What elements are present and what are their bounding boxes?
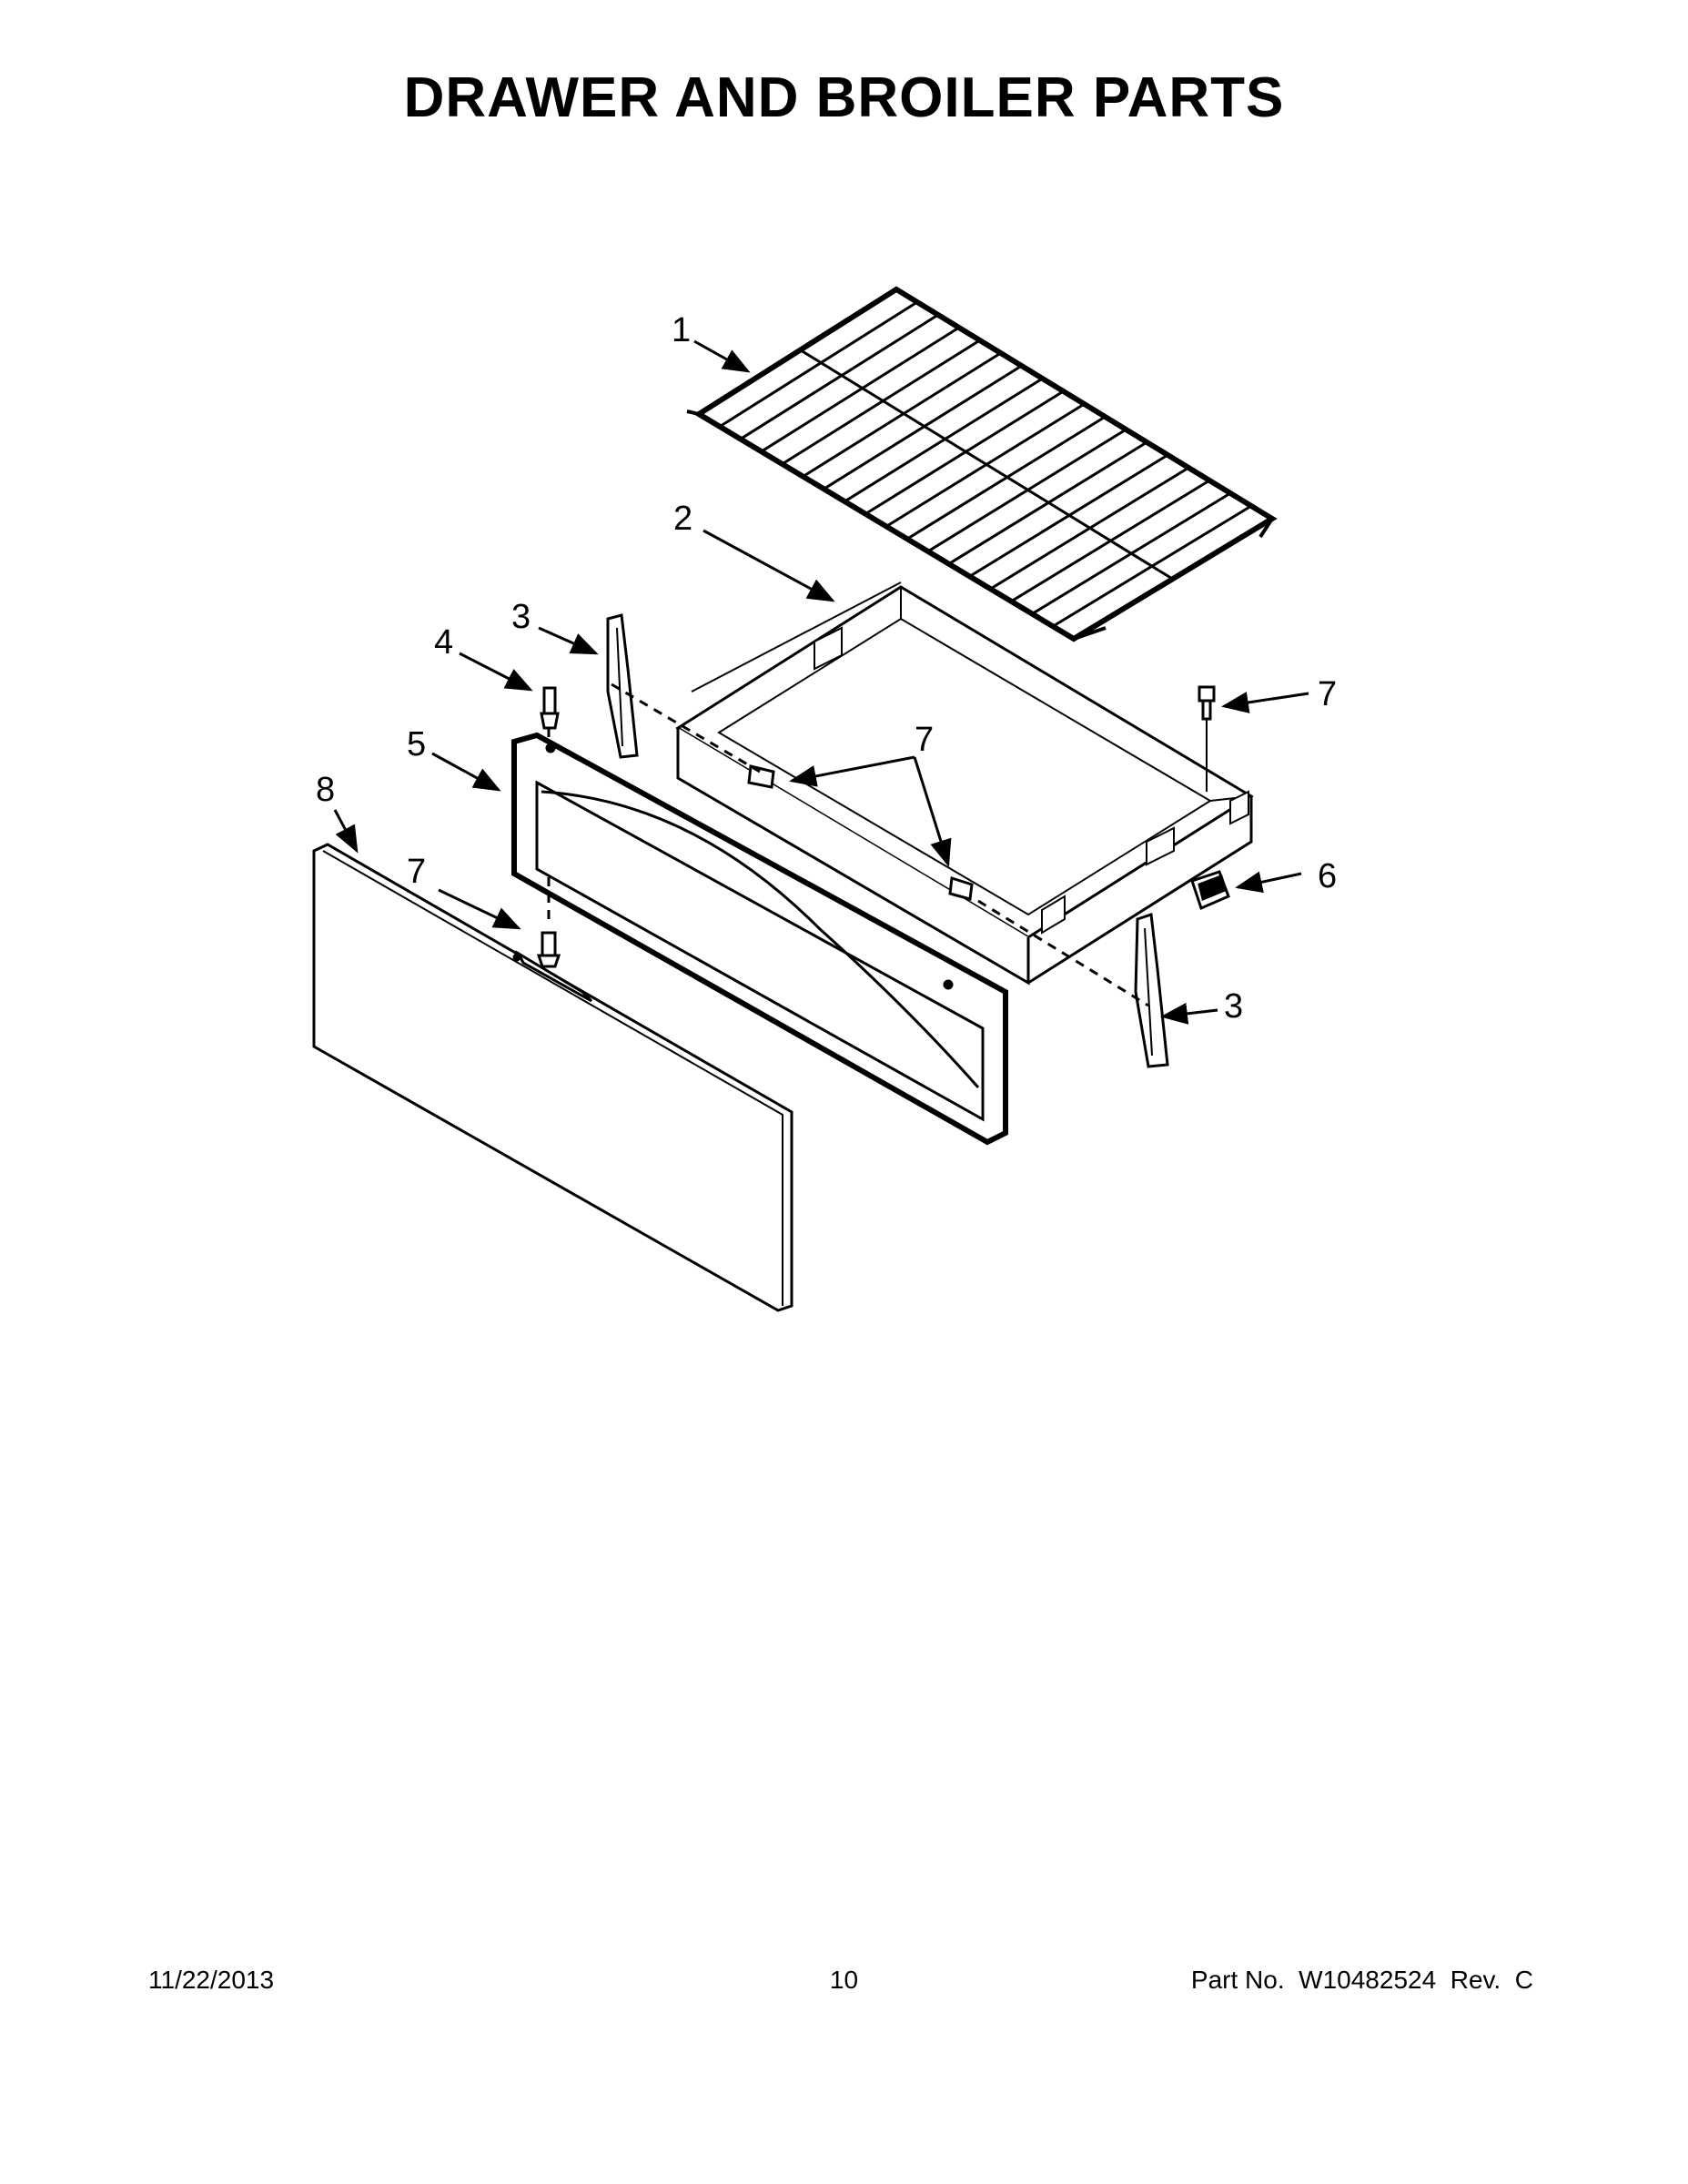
rack-wire [844,377,1044,503]
leader-arrows [333,339,1309,1025]
callout-7-right: 7 [1318,675,1337,713]
rack-wire [864,389,1065,516]
drawer-pin-part [540,686,560,730]
callout-3-right: 3 [1224,987,1243,1026]
drawer-body-part [675,581,1254,986]
callout-7-front: 7 [407,853,426,891]
callout-2: 2 [673,500,692,538]
drawer-slide-right-part [1134,912,1169,1068]
page-title: DRAWER AND BROILER PARTS [403,66,1285,129]
callout-3-left: 3 [511,598,531,636]
drawer-clip-part [1190,870,1230,911]
callout-1: 1 [672,311,691,349]
footer-part-number: Part No. W10482524 Rev. C [1190,1966,1533,1994]
drawer-outer-panel-part [312,843,793,1312]
callout-5: 5 [407,725,426,763]
drawer-front-inner-panel-part [511,732,1008,1146]
rack-wire [802,351,1002,478]
callout-6: 6 [1318,857,1337,895]
screw-drawer-right-part [1198,685,1216,792]
footer-date: 11/22/2013 [148,1966,275,1994]
screw-drawer-middle-part [948,876,974,901]
footer-page-number: 10 [829,1966,859,1994]
rack-wire [719,300,918,428]
screw-drawer-left-part [747,764,775,789]
rack-wire [823,364,1023,490]
rack-wire [781,339,981,466]
rack-wire [739,313,939,440]
assembly-dashed-lines [547,682,1149,1007]
callout-4: 4 [434,623,453,662]
rack-wire [760,326,960,453]
screw-front-panel-part [536,931,561,968]
callout-8: 8 [316,771,335,809]
callout-7-center: 7 [915,721,934,759]
broiler-rack-part [686,286,1278,642]
drawer-slide-left-part [606,613,639,759]
